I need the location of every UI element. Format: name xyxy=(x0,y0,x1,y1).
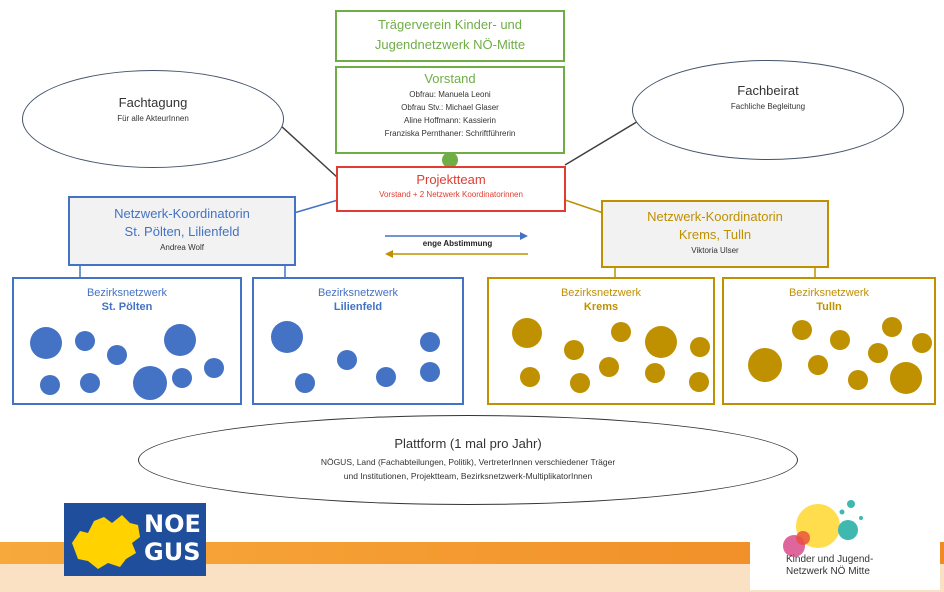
bezirk-label: Bezirksnetzwerk xyxy=(788,287,870,299)
vorstand-box: Vorstand Obfrau: Manuela Leoni Obfrau St… xyxy=(335,66,565,154)
connector-dot xyxy=(442,152,458,168)
kjn-logo-bubbles-icon xyxy=(783,500,863,557)
plattform-title: Plattform (1 mal pro Jahr) xyxy=(394,436,542,451)
kjn-logo-line2: Netzwerk NÖ Mitte xyxy=(786,566,870,577)
member-circle xyxy=(271,321,303,353)
bezirk-name: Krems xyxy=(583,301,619,313)
tulln-circles xyxy=(748,317,932,394)
coordinator-right-line2: Krems, Tulln xyxy=(678,227,752,242)
coordinator-right-box: Netzwerk-Koordinatorin Krems, Tulln Vikt… xyxy=(601,200,829,268)
coordinator-right-name: Viktoria Ulser xyxy=(691,246,739,255)
plattform-line1: NÖGUS, Land (Fachabteilungen, Politik), … xyxy=(320,457,616,467)
plattform-line2: und Institutionen, Projektteam, Bezirksn… xyxy=(343,471,593,481)
vorstand-member: Franziska Pernthaner: Schriftführerin xyxy=(384,129,516,138)
member-circle xyxy=(295,373,315,393)
member-circle xyxy=(376,367,396,387)
bezirk-label: Bezirksnetzwerk xyxy=(560,287,642,299)
fachbeirat-subtitle: Fachliche Begleitung xyxy=(730,102,806,111)
lower-austria-map-icon xyxy=(72,515,140,569)
vorstand-member: Obfrau Stv.: Michael Glaser xyxy=(401,103,499,112)
member-circle xyxy=(337,350,357,370)
krems-circles xyxy=(512,318,710,393)
stpoelten-circles xyxy=(30,324,224,400)
member-circle xyxy=(830,330,850,350)
coordinator-left-line1: Netzwerk-Koordinatorin xyxy=(114,206,250,221)
member-circle xyxy=(882,317,902,337)
bezirk-name: Lilienfeld xyxy=(333,301,383,313)
vorstand-members: Obfrau: Manuela Leoni Obfrau Stv.: Micha… xyxy=(337,88,563,140)
vorstand-member: Obfrau: Manuela Leoni xyxy=(409,90,491,99)
member-circle xyxy=(748,348,782,382)
member-circle xyxy=(689,372,709,392)
line-fachbeirat-projektteam xyxy=(564,119,641,166)
member-circle xyxy=(808,355,828,375)
vorstand-title: Vorstand xyxy=(424,71,476,86)
member-circle xyxy=(645,326,677,358)
projektteam-subtitle: Vorstand + 2 Netzwerk Koordinatorinnen xyxy=(379,190,523,199)
bezirk-name: Tulln xyxy=(816,301,842,313)
coordinator-left-name: Andrea Wolf xyxy=(160,243,204,252)
noegus-logo-line2: GUS xyxy=(144,538,201,566)
member-circle xyxy=(164,324,196,356)
fachtagung-subtitle: Für alle AkteurInnen xyxy=(117,114,189,123)
traegerverein-line1: Trägerverein Kinder- und xyxy=(377,17,523,32)
member-circle xyxy=(599,357,619,377)
arrow-right-head xyxy=(520,232,528,240)
member-circle xyxy=(107,345,127,365)
member-circle xyxy=(912,333,932,353)
member-circle xyxy=(40,375,60,395)
fachbeirat-ellipse: Fachbeirat Fachliche Begleitung xyxy=(632,60,904,160)
coordinator-right-line1: Netzwerk-Koordinatorin xyxy=(647,209,783,224)
traegerverein-line2: Jugendnetzwerk NÖ-Mitte xyxy=(374,37,526,52)
projektteam-title: Projektteam xyxy=(416,172,486,187)
member-circle xyxy=(868,343,888,363)
bezirk-name: St. Pölten xyxy=(101,301,153,313)
kjn-logo: Kinder und Jugend- Netzwerk NÖ Mitte xyxy=(750,494,940,590)
arrow-left-head xyxy=(385,250,393,258)
member-circle xyxy=(30,327,62,359)
member-circle xyxy=(172,368,192,388)
footer-band xyxy=(0,542,944,564)
kjn-logo-line1: Kinder und Jugend- xyxy=(786,554,874,565)
member-circle xyxy=(570,373,590,393)
member-circle xyxy=(611,322,631,342)
fachbeirat-title: Fachbeirat xyxy=(737,83,799,98)
vorstand-member: Aline Hoffmann: Kassierin xyxy=(404,116,496,125)
member-circle xyxy=(848,370,868,390)
member-circle xyxy=(520,367,540,387)
member-circle xyxy=(420,332,440,352)
traegerverein-box: Trägerverein Kinder- und Jugendnetzwerk … xyxy=(335,10,565,62)
member-circle xyxy=(80,373,100,393)
fachtagung-title: Fachtagung xyxy=(118,95,188,110)
member-circle xyxy=(690,337,710,357)
noegus-logo: NOE GUS xyxy=(64,503,206,576)
noegus-logo-line1: NOE xyxy=(144,510,201,538)
member-circle xyxy=(420,362,440,382)
projektteam-box: Projektteam Vorstand + 2 Netzwerk Koordi… xyxy=(336,166,566,212)
coordinator-left-line2: St. Pölten, Lilienfeld xyxy=(124,224,240,239)
abstimmung-label: enge Abstimmung xyxy=(422,239,493,248)
coordinator-left-box: Netzwerk-Koordinatorin St. Pölten, Lilie… xyxy=(68,196,296,266)
member-circle xyxy=(133,366,167,400)
line-fachtagung-projektteam xyxy=(279,124,339,179)
member-circle xyxy=(645,363,665,383)
bezirk-label: Bezirksnetzwerk xyxy=(317,287,399,299)
member-circle xyxy=(75,331,95,351)
fachtagung-ellipse: Fachtagung Für alle AkteurInnen xyxy=(22,70,284,168)
bezirk-label: Bezirksnetzwerk xyxy=(86,287,168,299)
member-circle xyxy=(792,320,812,340)
member-circle xyxy=(564,340,584,360)
lilienfeld-circles xyxy=(271,321,440,393)
member-circle xyxy=(890,362,922,394)
plattform-ellipse: Plattform (1 mal pro Jahr) NÖGUS, Land (… xyxy=(138,415,798,505)
member-circle xyxy=(512,318,542,348)
member-circle xyxy=(204,358,224,378)
